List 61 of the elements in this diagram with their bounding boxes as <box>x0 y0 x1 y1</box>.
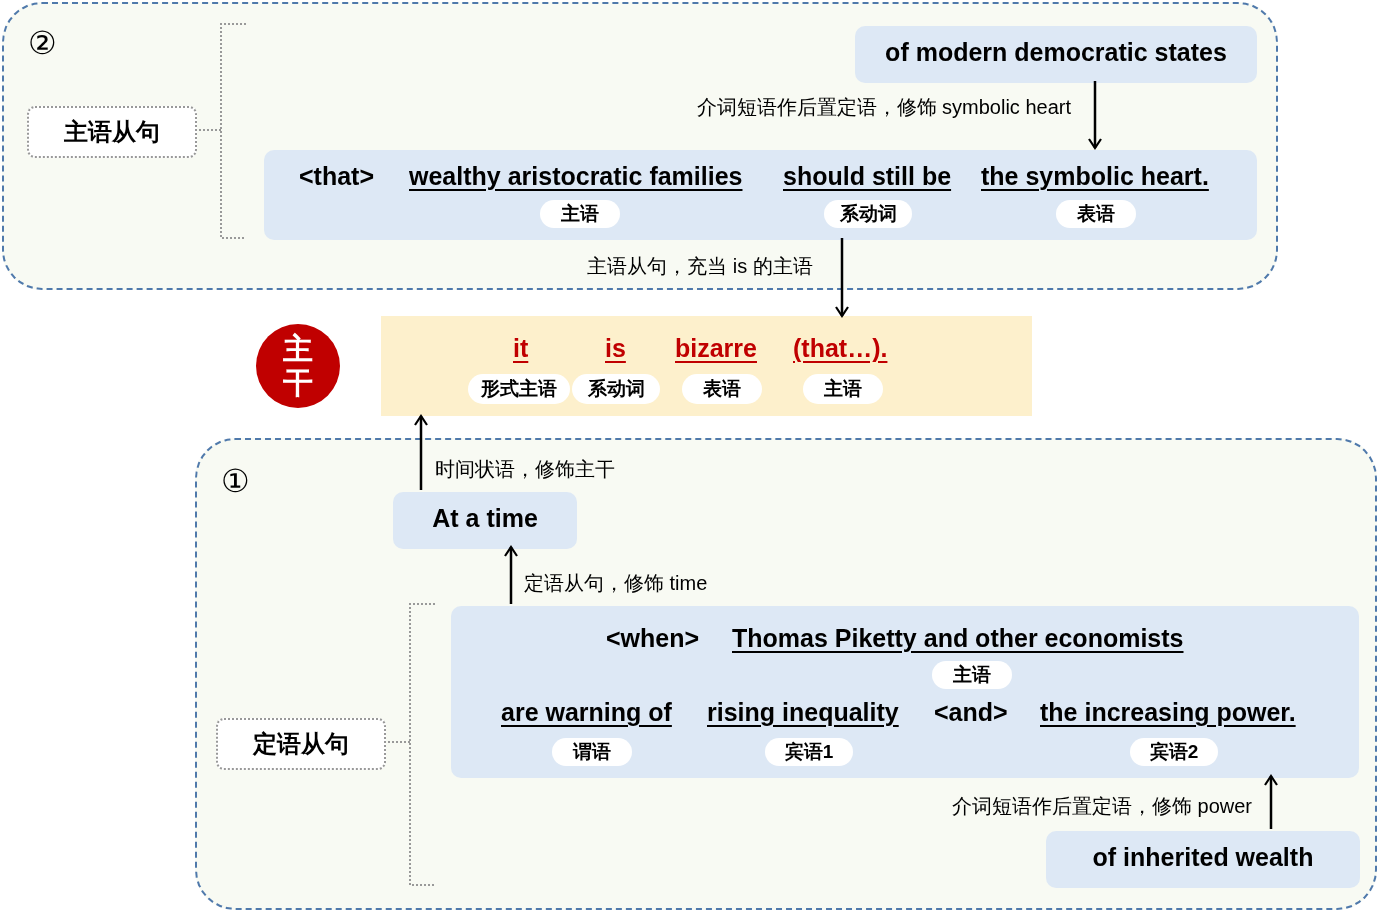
clause-type-label: 主语从句 <box>63 117 161 147</box>
role-label: 宾语2 <box>1148 740 1200 764</box>
arrow <box>1263 774 1279 829</box>
role-tag <box>468 374 570 404</box>
sentence-phrase: the symbolic heart. <box>981 162 1209 191</box>
role-label: 表语 <box>1076 202 1116 226</box>
phrase-text: of inherited wealth <box>1091 842 1315 873</box>
role-label: 谓语 <box>571 740 612 764</box>
arrow <box>503 545 519 604</box>
role-label: 宾语1 <box>783 740 835 764</box>
arrow <box>834 238 850 318</box>
role-label: 主语 <box>560 202 600 226</box>
sentence-phrase: is <box>605 334 626 363</box>
clause-type-label: 定语从句 <box>251 729 350 759</box>
role-tag <box>803 374 883 404</box>
phrase-text: of modern democratic states <box>884 37 1228 68</box>
role-label: 表语 <box>702 377 742 401</box>
clause-type-box <box>27 106 197 158</box>
role-tag <box>552 738 632 766</box>
role-tag <box>824 200 912 228</box>
sentence-phrase: bizarre <box>675 334 757 363</box>
dashed-panel <box>2 2 1278 290</box>
role-label: 系动词 <box>586 377 646 401</box>
arrow <box>1087 81 1103 150</box>
conjunction-marker: <that> <box>299 162 375 191</box>
sentence-phrase: the increasing power. <box>1040 698 1296 727</box>
conjunction-marker: <and> <box>934 698 1008 727</box>
role-tag <box>765 738 853 766</box>
role-tag <box>572 374 660 404</box>
phrase-box <box>855 26 1257 83</box>
circled-number: ① <box>221 462 250 500</box>
main-clause-box <box>381 316 1032 416</box>
phrase-text: At a time <box>431 503 539 534</box>
role-label: 系动词 <box>838 202 898 226</box>
clause-box <box>264 150 1257 240</box>
badge-text: 主干 <box>282 332 314 400</box>
role-tag <box>540 200 620 228</box>
edge-label: 介词短语作后置定语，修饰 symbolic heart <box>694 94 1073 121</box>
sentence-phrase: Thomas Piketty and other economists <box>732 624 1184 653</box>
circled-number: ② <box>28 24 57 62</box>
phrase-box <box>1046 831 1360 888</box>
role-label: 主语 <box>952 663 992 687</box>
sentence-phrase: wealthy aristocratic families <box>409 162 743 191</box>
sentence-phrase: (that…). <box>793 334 888 363</box>
role-tag <box>1130 738 1218 766</box>
sentence-phrase: should still be <box>783 162 952 191</box>
role-label: 主语 <box>823 377 863 401</box>
clause-box <box>451 606 1359 778</box>
arrow <box>413 414 429 490</box>
role-label: 形式主语 <box>480 377 558 401</box>
dashed-panel <box>195 438 1377 910</box>
phrase-box <box>393 492 577 549</box>
sentence-phrase: rising inequality <box>707 698 899 727</box>
role-tag <box>1056 200 1136 228</box>
sentence-phrase: it <box>513 334 529 363</box>
role-tag <box>682 374 762 404</box>
clause-type-box <box>216 718 386 770</box>
conjunction-marker: <when> <box>606 624 700 653</box>
role-tag <box>932 661 1012 689</box>
sentence-phrase: are warning of <box>501 698 672 727</box>
edge-label: 介词短语作后置定语，修饰 power <box>949 793 1254 820</box>
